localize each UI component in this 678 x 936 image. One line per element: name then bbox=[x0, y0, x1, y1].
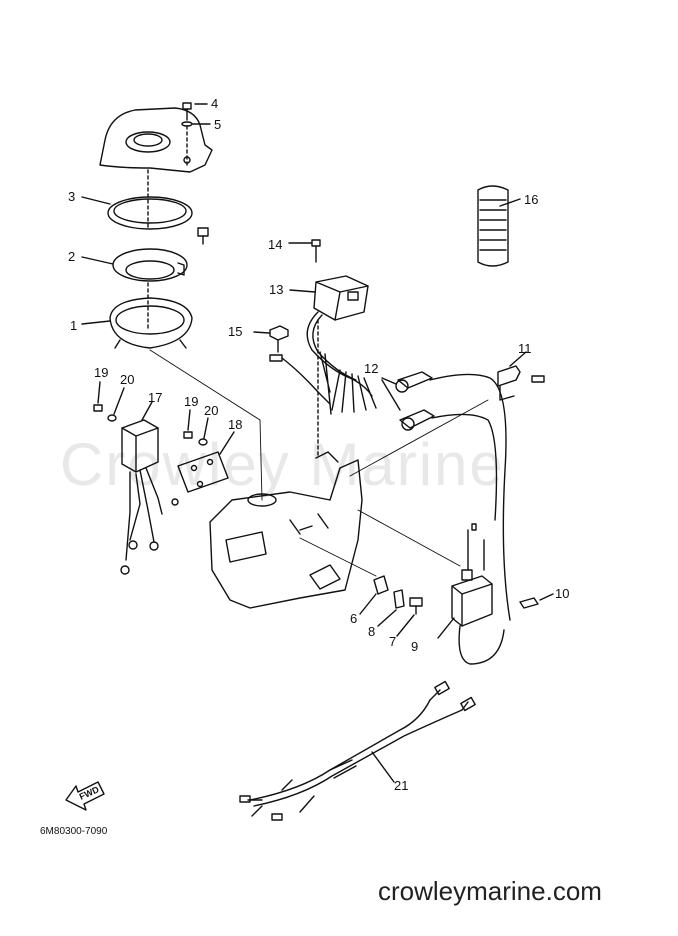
callout-20a[interactable]: 20 bbox=[120, 372, 135, 387]
hose-16 bbox=[477, 185, 509, 267]
callout-19b[interactable]: 19 bbox=[184, 394, 199, 409]
powerhead-block bbox=[209, 451, 363, 609]
callout-10[interactable]: 10 bbox=[555, 586, 570, 601]
callout-2[interactable]: 2 bbox=[68, 249, 76, 264]
ring-3 bbox=[107, 196, 193, 230]
callout-20b[interactable]: 20 bbox=[204, 403, 219, 418]
callout-1[interactable]: 1 bbox=[70, 318, 78, 333]
callout-4[interactable]: 4 bbox=[211, 96, 219, 111]
callout-12[interactable]: 12 bbox=[364, 361, 379, 376]
callout-17[interactable]: 17 bbox=[148, 390, 163, 405]
cdi-unit-17 bbox=[120, 419, 179, 575]
callout-6[interactable]: 6 bbox=[350, 611, 358, 626]
base-plate-1 bbox=[109, 297, 193, 349]
callout-18[interactable]: 18 bbox=[228, 417, 243, 432]
watermark: Crowley Marine bbox=[60, 431, 505, 498]
callout-19a[interactable]: 19 bbox=[94, 365, 109, 380]
wire-harness-21 bbox=[239, 680, 476, 821]
callout-15[interactable]: 15 bbox=[228, 324, 243, 339]
plug-caps-12 bbox=[395, 371, 435, 431]
callout-13[interactable]: 13 bbox=[269, 282, 284, 297]
callout-9[interactable]: 9 bbox=[411, 639, 419, 654]
callout-8[interactable]: 8 bbox=[368, 624, 376, 639]
callout-5[interactable]: 5 bbox=[214, 117, 222, 132]
fwd-label: FWD bbox=[78, 784, 101, 802]
flywheel-cover bbox=[99, 107, 213, 173]
ignition-coil-13 bbox=[313, 275, 369, 321]
callout-7[interactable]: 7 bbox=[389, 634, 397, 649]
callout-3[interactable]: 3 bbox=[68, 189, 76, 204]
callout-21[interactable]: 21 bbox=[394, 778, 409, 793]
fwd-arrow-icon bbox=[65, 781, 105, 811]
site-url[interactable]: crowleymarine.com bbox=[378, 876, 602, 906]
ignition-coil-9 bbox=[451, 523, 505, 665]
bolt-4 bbox=[181, 102, 193, 166]
stator-2 bbox=[112, 248, 188, 282]
clamp-11 bbox=[497, 365, 545, 401]
callout-11[interactable]: 11 bbox=[518, 341, 532, 356]
callout-14[interactable]: 14 bbox=[268, 237, 283, 252]
bracket-18 bbox=[177, 451, 229, 493]
part-code: 6M80300-7090 bbox=[40, 826, 108, 837]
callout-16[interactable]: 16 bbox=[524, 192, 539, 207]
